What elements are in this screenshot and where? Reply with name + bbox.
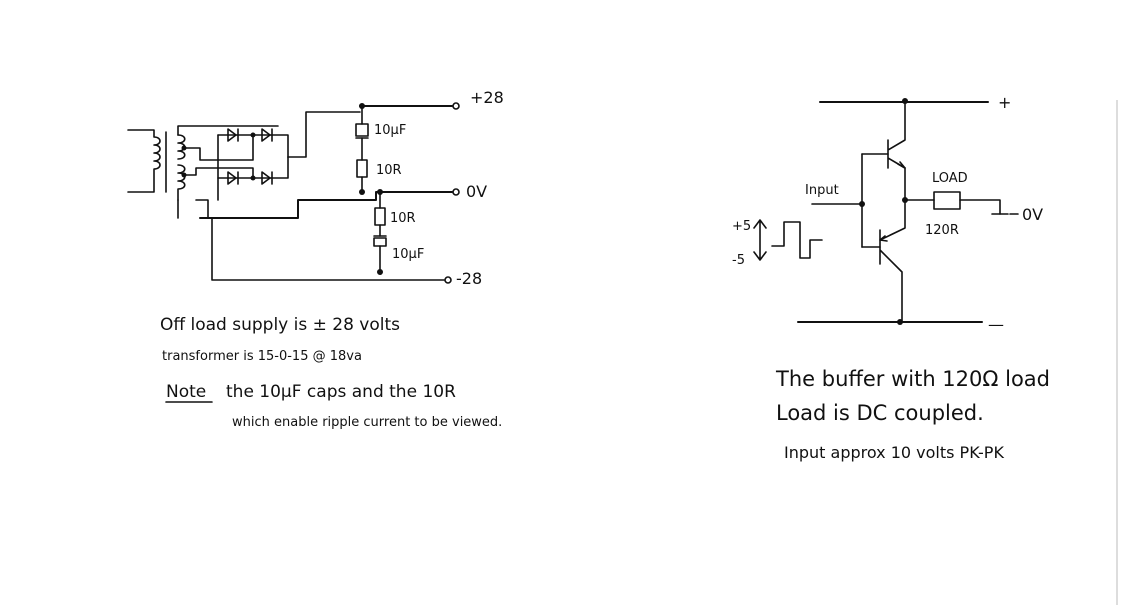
note-line-caps: the 10µF caps and the 10R — [226, 382, 456, 402]
transformer — [127, 129, 187, 201]
note-line-transformer: transformer is 15-0-15 @ 18va — [162, 349, 362, 364]
transistor-upper-npn — [861, 101, 906, 201]
buffer-schematic: + — Input LOAD 120R 0V +5 -5 — [732, 93, 1043, 334]
label-0v-left: 0V — [466, 182, 487, 201]
label-plus: + — [998, 93, 1011, 112]
rail-plus-28 — [359, 102, 460, 110]
label-minus: — — [988, 315, 1004, 334]
cap-top-10uf — [355, 105, 369, 161]
note-buffer-line3: Input approx 10 volts PK-PK — [784, 443, 1004, 462]
load-resistor — [933, 191, 961, 210]
transistor-lower-pnp — [861, 199, 906, 323]
note-buffer-line2: Load is DC coupled. — [776, 401, 984, 425]
cap-bottom-10uf — [373, 235, 387, 273]
supply-notes: Off load supply is ± 28 volts transforme… — [160, 315, 502, 430]
label-minus5: -5 — [732, 253, 745, 268]
rail-0v — [199, 188, 460, 219]
note-line-offload: Off load supply is ± 28 volts — [160, 315, 400, 335]
note-label-note: Note — [166, 382, 206, 402]
resistor-bottom-10r — [374, 191, 386, 237]
rail-minus-28 — [195, 199, 452, 284]
label-plus-28: +28 — [470, 88, 504, 107]
label-res-top: 10R — [376, 163, 402, 178]
label-cap-top: 10µF — [374, 123, 406, 138]
label-120r: 120R — [925, 223, 959, 238]
label-res-bottom: 10R — [390, 211, 416, 226]
label-minus-28: -28 — [456, 269, 482, 288]
note-buffer-line1: The buffer with 120Ω load — [775, 367, 1050, 391]
label-cap-bottom: 10µF — [392, 247, 424, 262]
note-line-ripple: which enable ripple current to be viewed… — [232, 415, 502, 430]
bridge-rectifier — [177, 111, 361, 219]
label-load: LOAD — [932, 171, 968, 186]
label-input: Input — [805, 183, 839, 198]
input-waveform — [753, 219, 823, 261]
label-0v-right: 0V — [1022, 205, 1043, 224]
power-supply-schematic: +28 0V -28 10µF 10R 10R 10µF — [127, 88, 504, 288]
label-plus5: +5 — [732, 219, 751, 234]
resistor-top-10r — [356, 159, 368, 193]
buffer-notes: The buffer with 120Ω load Load is DC cou… — [775, 367, 1050, 462]
load-return-wire — [959, 199, 1001, 215]
